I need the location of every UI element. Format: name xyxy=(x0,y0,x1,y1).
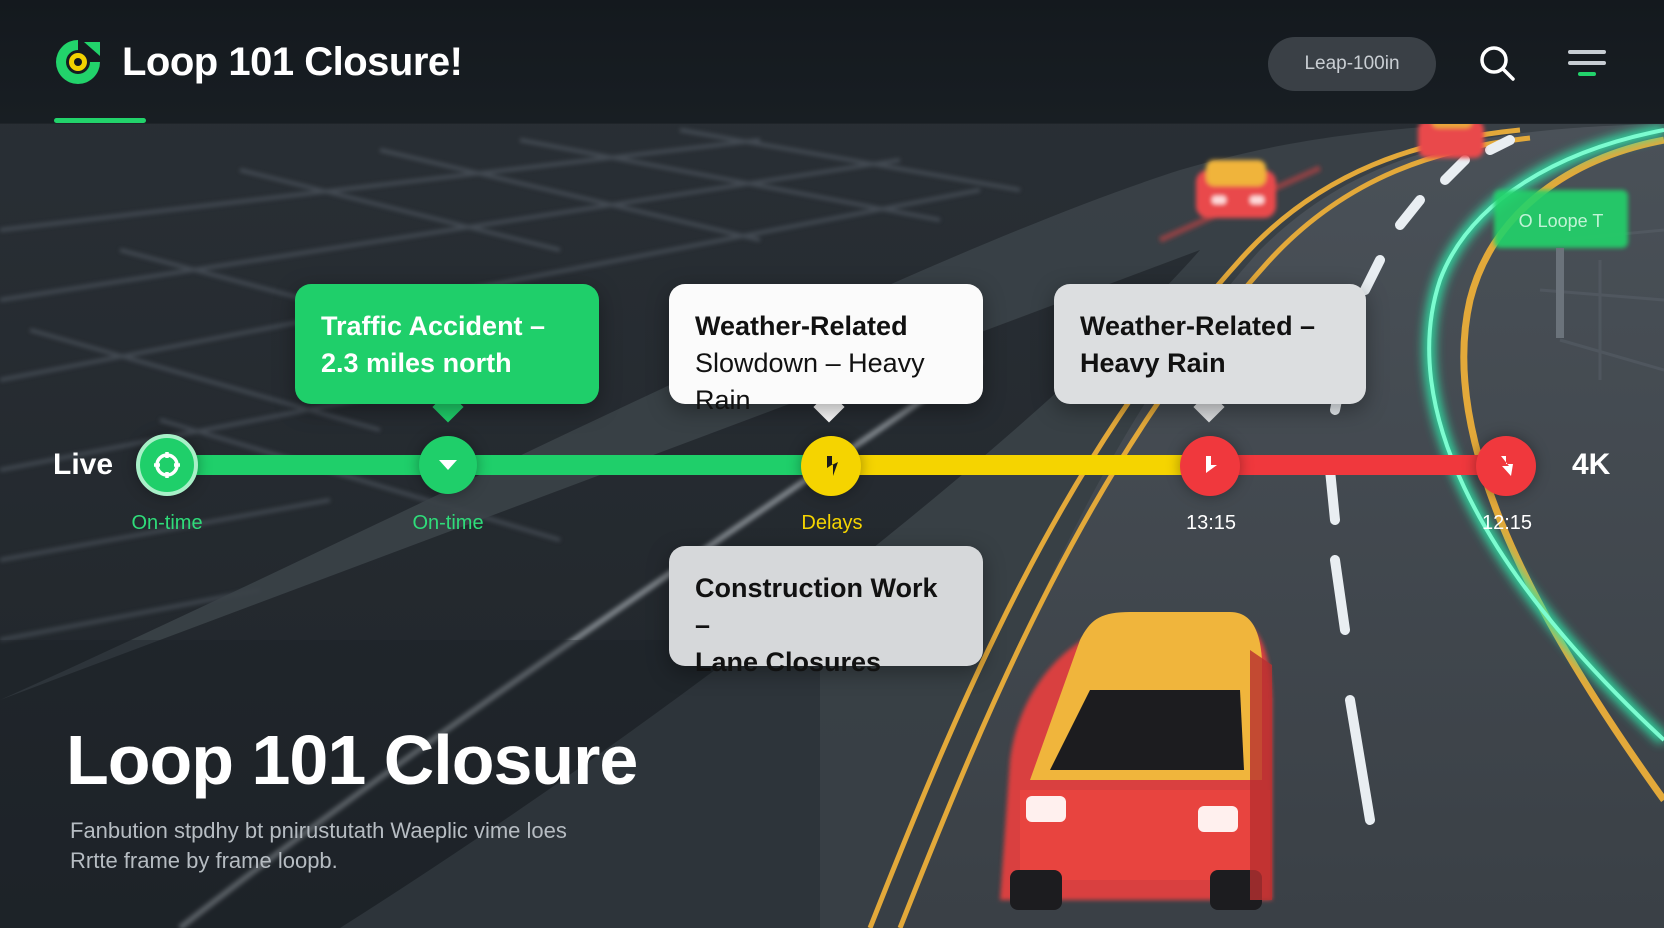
hero-subtitle-line: Fanbution stpdhy bt pnirustutath Waeplic… xyxy=(70,818,567,843)
hero-subtitle-line: Rrtte frame by frame loopb. xyxy=(70,848,338,873)
chevron-down-icon xyxy=(439,460,457,470)
map-sign-text: O Loope T xyxy=(1519,211,1604,231)
callout-subtitle: Slowdown – Heavy Rain xyxy=(695,348,925,415)
timeline-node-label: Delays xyxy=(801,512,863,534)
timeline-node-closure[interactable] xyxy=(1180,436,1240,496)
timeline-end-label: 4K xyxy=(1572,448,1611,481)
timeline-node-live[interactable] xyxy=(136,434,198,496)
timeline-node-label: On-time xyxy=(131,512,203,534)
header-pill-button[interactable]: Leap-100in xyxy=(1268,37,1436,91)
timeline-node-label: 13:15 xyxy=(1185,512,1237,534)
timeline-node-delays[interactable] xyxy=(801,436,861,496)
callout-title: Construction Work – xyxy=(695,573,938,640)
callout-construction[interactable]: Construction Work – Lane Closures xyxy=(669,546,983,677)
search-icon[interactable] xyxy=(1478,44,1516,82)
callout-subtitle: Heavy Rain xyxy=(1080,348,1226,378)
timeline-node-label: On-time xyxy=(412,512,484,534)
app-title: Loop 101 Closure! xyxy=(122,40,463,84)
callout-weather-slowdown[interactable]: Weather-Related Slowdown – Heavy Rain xyxy=(669,284,983,415)
location-target-icon xyxy=(154,452,180,478)
hero-subtitle: Fanbution stpdhy bt pnirustutath Waeplic… xyxy=(70,816,670,876)
top-bar: Loop 101 Closure! Leap-100in xyxy=(0,0,1664,124)
menu-icon[interactable] xyxy=(1568,46,1606,82)
callout-weather-heavy-rain[interactable]: Weather-Related – Heavy Rain xyxy=(1054,284,1366,404)
hero-title: Loop 101 Closure xyxy=(66,721,638,799)
callout-title: Weather-Related – xyxy=(1080,311,1316,341)
timeline-node-on-time[interactable] xyxy=(419,436,477,494)
callout-title: Traffic Accident – xyxy=(321,311,546,341)
lightning-icon xyxy=(1501,456,1513,476)
callout-subtitle: Lane Closures xyxy=(695,647,882,677)
timeline-start-label: Live xyxy=(53,448,114,481)
callout-subtitle: 2.3 miles north xyxy=(321,348,512,378)
callout-title: Weather-Related xyxy=(695,311,908,341)
timeline-node-label: 12:15 xyxy=(1481,512,1533,534)
timeline-segment-closure xyxy=(1209,455,1507,475)
callout-traffic-accident[interactable]: Traffic Accident – 2.3 miles north xyxy=(295,284,599,404)
lightning-icon xyxy=(827,456,838,476)
timeline-segment-delays xyxy=(831,455,1209,475)
title-underline xyxy=(54,118,146,123)
timeline-node-closure-end[interactable] xyxy=(1476,436,1536,496)
lightning-icon xyxy=(1206,456,1217,473)
timeline-segment-on-time xyxy=(168,455,831,475)
app-logo-icon xyxy=(56,40,100,84)
